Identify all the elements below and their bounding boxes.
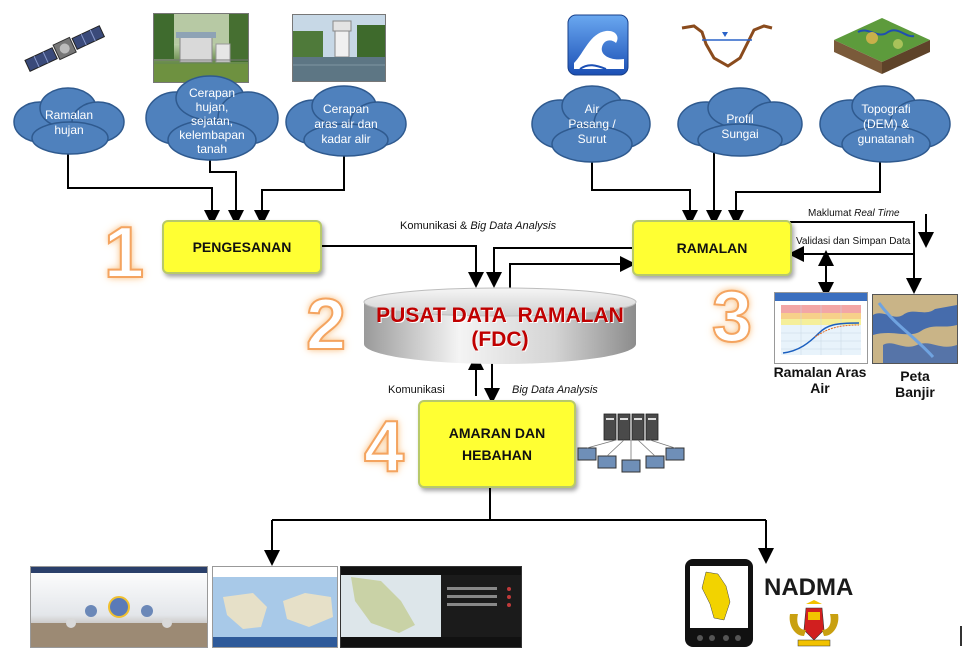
water-level-chart-image bbox=[774, 292, 868, 364]
step-number-3: 3 bbox=[711, 276, 753, 358]
ramalan-label: RAMALAN bbox=[676, 240, 748, 256]
rain-station-photo bbox=[153, 13, 249, 83]
ramalan-box: RAMALAN bbox=[632, 220, 792, 276]
cloud-profil-sungai bbox=[677, 87, 803, 157]
pengesanan-label: PENGESANAN bbox=[192, 239, 292, 255]
amaran-label-line1: AMARAN DAN bbox=[448, 425, 546, 441]
cloud-text-cerapan-hujan: Cerapan hujan, sejatan, kelembapan tanah bbox=[170, 86, 254, 156]
flood-map-image bbox=[872, 294, 958, 364]
caption-line: Banjir bbox=[895, 384, 935, 400]
cloud-line: hujan bbox=[54, 123, 84, 137]
topography-icon bbox=[828, 10, 936, 82]
cloud-line: Sungai bbox=[721, 127, 759, 141]
cloud-line: hujan, bbox=[195, 100, 229, 114]
cloud-text-cerapan-aras-air: Cerapan aras air dan kadar alir bbox=[300, 102, 392, 147]
pengesanan-box: PENGESANAN bbox=[162, 220, 322, 274]
maklumat-real-time: Maklumat Real Time bbox=[808, 208, 900, 219]
real-time-text: Real Time bbox=[854, 208, 900, 219]
fdc-title: PUSAT DATA RAMALAN (FDC) bbox=[358, 304, 642, 352]
cloud-line: aras air dan bbox=[314, 117, 378, 131]
komunikasi-left-label: Komunikasi bbox=[388, 384, 445, 396]
computer-network-icon bbox=[576, 412, 686, 478]
komunikasi-bigdata-top: Komunikasi & Big Data Analysis bbox=[400, 220, 556, 232]
cloud-line: kelembapan bbox=[179, 128, 245, 142]
fdc-line2: (FDC) bbox=[471, 328, 529, 351]
cloud-cerapan-aras-air bbox=[285, 85, 407, 157]
cloud-line: Surut bbox=[577, 132, 607, 146]
cloud-line: (DEM) & bbox=[863, 117, 909, 131]
caption-line: Ramalan Aras bbox=[773, 364, 867, 380]
cloud-line: sejatan, bbox=[190, 114, 234, 128]
step-number-2: 2 bbox=[305, 284, 347, 366]
cloud-text-profil-sungai: Profil Sungai bbox=[704, 112, 776, 142]
cloud-text-air-pasang: Air Pasang / Surut bbox=[556, 102, 628, 147]
cloud-text-topografi: Topografi (DEM) & gunatanah bbox=[846, 102, 926, 147]
malaysia-coat-of-arms-icon bbox=[784, 600, 844, 648]
fdc-line1: PUSAT DATA RAMALAN bbox=[376, 304, 624, 327]
cloud-text-ramalan-hujan: Ramalan hujan bbox=[32, 108, 106, 138]
portal-screenshot-2 bbox=[212, 566, 338, 648]
cloud-line: Air bbox=[584, 102, 600, 116]
nadma-logo-text: NADMA bbox=[764, 574, 854, 601]
step-number-4: 4 bbox=[363, 406, 405, 488]
wave-icon bbox=[566, 13, 630, 78]
amaran-label-line2: HEBAHAN bbox=[462, 447, 532, 463]
cloud-line: Cerapan bbox=[322, 102, 370, 116]
tablet-device-image bbox=[684, 558, 754, 648]
cloud-line: gunatanah bbox=[857, 132, 915, 146]
caption-line: Peta bbox=[900, 368, 930, 384]
cloud-air-pasang bbox=[531, 85, 651, 163]
cloud-topografi bbox=[819, 85, 951, 163]
cloud-cerapan-hujan bbox=[145, 75, 279, 161]
caption-line: Air bbox=[810, 380, 830, 396]
komunikasi-text: Komunikasi & bbox=[400, 220, 471, 232]
portal-screenshot-3 bbox=[340, 566, 522, 648]
bigdata-right-label: Big Data Analysis bbox=[512, 384, 598, 396]
step-number-1: 1 bbox=[103, 212, 145, 294]
bigdata-text: Big Data Analysis bbox=[470, 220, 557, 232]
satellite-image bbox=[20, 18, 112, 80]
maklumat-text: Maklumat bbox=[808, 208, 855, 219]
cloud-line: Pasang / bbox=[568, 117, 616, 131]
cloud-line: Profil bbox=[726, 112, 754, 126]
peta-banjir-caption: Peta Banjir bbox=[880, 368, 950, 400]
validasi-label: Validasi dan Simpan Data bbox=[796, 236, 911, 247]
cloud-line: tanah bbox=[196, 142, 228, 156]
right-edge-mark bbox=[960, 626, 962, 646]
river-profile-icon bbox=[680, 14, 774, 74]
ramalan-aras-air-caption: Ramalan Aras Air bbox=[764, 364, 876, 396]
cloud-line: Topografi bbox=[861, 102, 911, 116]
cloud-line: Ramalan bbox=[44, 108, 94, 122]
cloud-ramalan-hujan bbox=[13, 87, 125, 155]
portal-screenshot-1 bbox=[30, 566, 208, 648]
cloud-line: kadar alir bbox=[321, 132, 371, 146]
river-station-photo bbox=[292, 14, 386, 82]
fdc-cylinder bbox=[363, 287, 637, 364]
cloud-line: Cerapan bbox=[188, 86, 236, 100]
amaran-box: AMARAN DAN HEBAHAN bbox=[418, 400, 576, 488]
